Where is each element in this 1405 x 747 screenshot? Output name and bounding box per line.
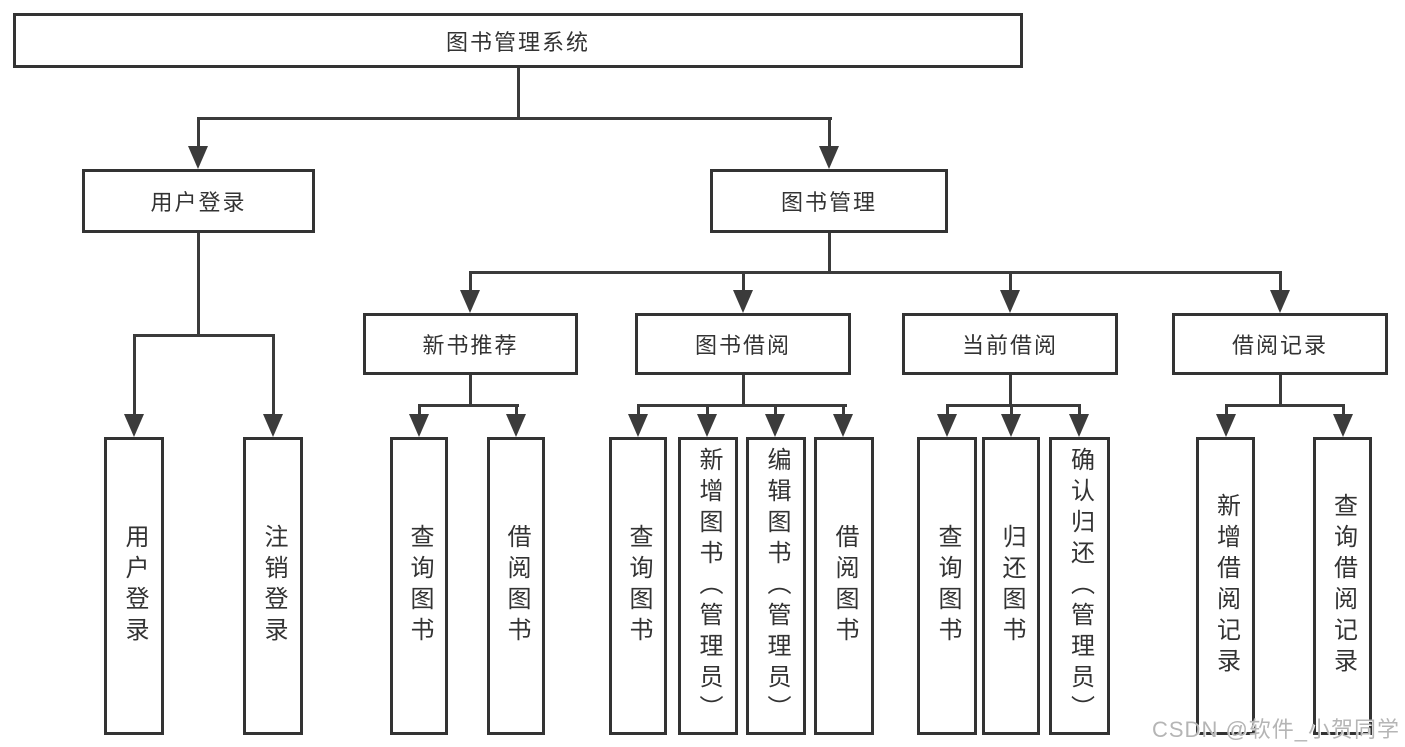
connector-vline: [469, 375, 472, 406]
node-book-borrow-label: 图书借阅: [694, 333, 791, 358]
node-borrow-record-label: 借阅记录: [1231, 333, 1328, 358]
connector-hline: [1225, 404, 1345, 407]
leaf-borrow-books-recommend: 借阅图书: [487, 437, 545, 735]
node-root-label: 图书管理系统: [445, 29, 590, 55]
leaf-borrow-books-recommend-label: 借阅图书: [503, 524, 530, 648]
leaf-add-borrow-record-label: 新增借阅记录: [1212, 493, 1240, 679]
node-book-management-label: 图书管理: [780, 190, 877, 215]
leaf-borrow-books-label: 借阅图书: [831, 524, 858, 648]
leaf-add-books-admin-label: 新增图书（管理员）: [695, 446, 722, 726]
arrow-down-icon: [1270, 290, 1290, 313]
connector-vline: [706, 404, 709, 416]
node-current-borrow-label: 当前借阅: [961, 333, 1058, 358]
connector-vline: [828, 117, 831, 147]
arrow-down-icon: [765, 414, 785, 437]
connector-vline: [742, 271, 745, 292]
connector-vline: [1342, 404, 1345, 416]
leaf-query-books-borrow: 查询图书: [609, 437, 667, 735]
arrow-down-icon: [460, 290, 480, 313]
connector-hline: [133, 334, 275, 337]
arrow-down-icon: [1333, 414, 1353, 437]
connector-vline: [842, 404, 845, 416]
arrow-down-icon: [697, 414, 717, 437]
leaf-user-login-label: 用户登录: [121, 524, 148, 648]
arrow-down-icon: [1069, 414, 1089, 437]
connector-vline: [517, 68, 520, 118]
arrow-down-icon: [1000, 290, 1020, 313]
leaf-query-books-recommend: 查询图书: [390, 437, 448, 735]
connector-vline: [515, 404, 518, 416]
arrow-down-icon: [937, 414, 957, 437]
leaf-logout-label: 注销登录: [260, 524, 287, 648]
leaf-user-login: 用户登录: [104, 437, 164, 735]
node-borrow-record: 借阅记录: [1172, 313, 1388, 375]
connector-hline: [197, 117, 832, 120]
connector-vline: [637, 404, 640, 416]
connector-vline: [742, 375, 745, 406]
leaf-query-borrow-record-label: 查询借阅记录: [1329, 493, 1357, 679]
arrow-down-icon: [833, 414, 853, 437]
leaf-return-books-label: 归还图书: [998, 524, 1025, 648]
arrow-down-icon: [506, 414, 526, 437]
connector-vline: [133, 334, 136, 414]
leaf-return-books: 归还图书: [982, 437, 1040, 735]
connector-vline: [272, 334, 275, 414]
node-user-login: 用户登录: [82, 169, 315, 233]
arrow-down-icon: [409, 414, 429, 437]
arrow-down-icon: [733, 290, 753, 313]
connector-hline: [469, 271, 1282, 274]
leaf-add-books-admin: 新增图书（管理员）: [678, 437, 738, 735]
connector-vline: [1010, 404, 1013, 416]
connector-vline: [1009, 271, 1012, 292]
connector-vline: [828, 233, 831, 273]
arrow-down-icon: [263, 414, 283, 437]
connector-vline: [1225, 404, 1228, 416]
node-user-login-label: 用户登录: [150, 190, 247, 215]
leaf-logout: 注销登录: [243, 437, 303, 735]
connector-vline: [197, 117, 200, 147]
connector-vline: [197, 233, 200, 335]
leaf-query-books-current-label: 查询图书: [934, 524, 961, 648]
leaf-borrow-books: 借阅图书: [814, 437, 874, 735]
connector-vline: [1009, 375, 1012, 406]
connector-vline: [1279, 271, 1282, 292]
connector-hline: [637, 404, 847, 407]
connector-vline: [418, 404, 421, 416]
leaf-confirm-return-admin-label: 确认归还（管理员）: [1066, 446, 1094, 726]
node-current-borrow: 当前借阅: [902, 313, 1118, 375]
connector-vline: [469, 271, 472, 292]
connector-hline: [418, 404, 519, 407]
arrow-down-icon: [188, 146, 208, 169]
leaf-query-books-recommend-label: 查询图书: [406, 524, 433, 648]
connector-hline: [946, 404, 1081, 407]
leaf-query-borrow-record: 查询借阅记录: [1313, 437, 1372, 735]
leaf-edit-books-admin-label: 编辑图书（管理员）: [763, 446, 790, 726]
node-new-book-recommend-label: 新书推荐: [422, 333, 519, 358]
connector-vline: [946, 404, 949, 416]
arrow-down-icon: [1216, 414, 1236, 437]
leaf-query-books-borrow-label: 查询图书: [625, 524, 652, 648]
arrow-down-icon: [819, 146, 839, 169]
node-root: 图书管理系统: [13, 13, 1023, 68]
node-book-borrow: 图书借阅: [635, 313, 851, 375]
connector-vline: [1279, 375, 1282, 406]
leaf-query-books-current: 查询图书: [917, 437, 977, 735]
leaf-confirm-return-admin: 确认归还（管理员）: [1049, 437, 1110, 735]
arrow-down-icon: [124, 414, 144, 437]
node-book-management: 图书管理: [710, 169, 948, 233]
arrow-down-icon: [628, 414, 648, 437]
csdn-watermark: CSDN @软件_小贺同学: [1152, 717, 1401, 742]
arrow-down-icon: [1001, 414, 1021, 437]
node-new-book-recommend: 新书推荐: [363, 313, 578, 375]
connector-vline: [1078, 404, 1081, 416]
leaf-add-borrow-record: 新增借阅记录: [1196, 437, 1255, 735]
leaf-edit-books-admin: 编辑图书（管理员）: [746, 437, 806, 735]
connector-vline: [774, 404, 777, 416]
